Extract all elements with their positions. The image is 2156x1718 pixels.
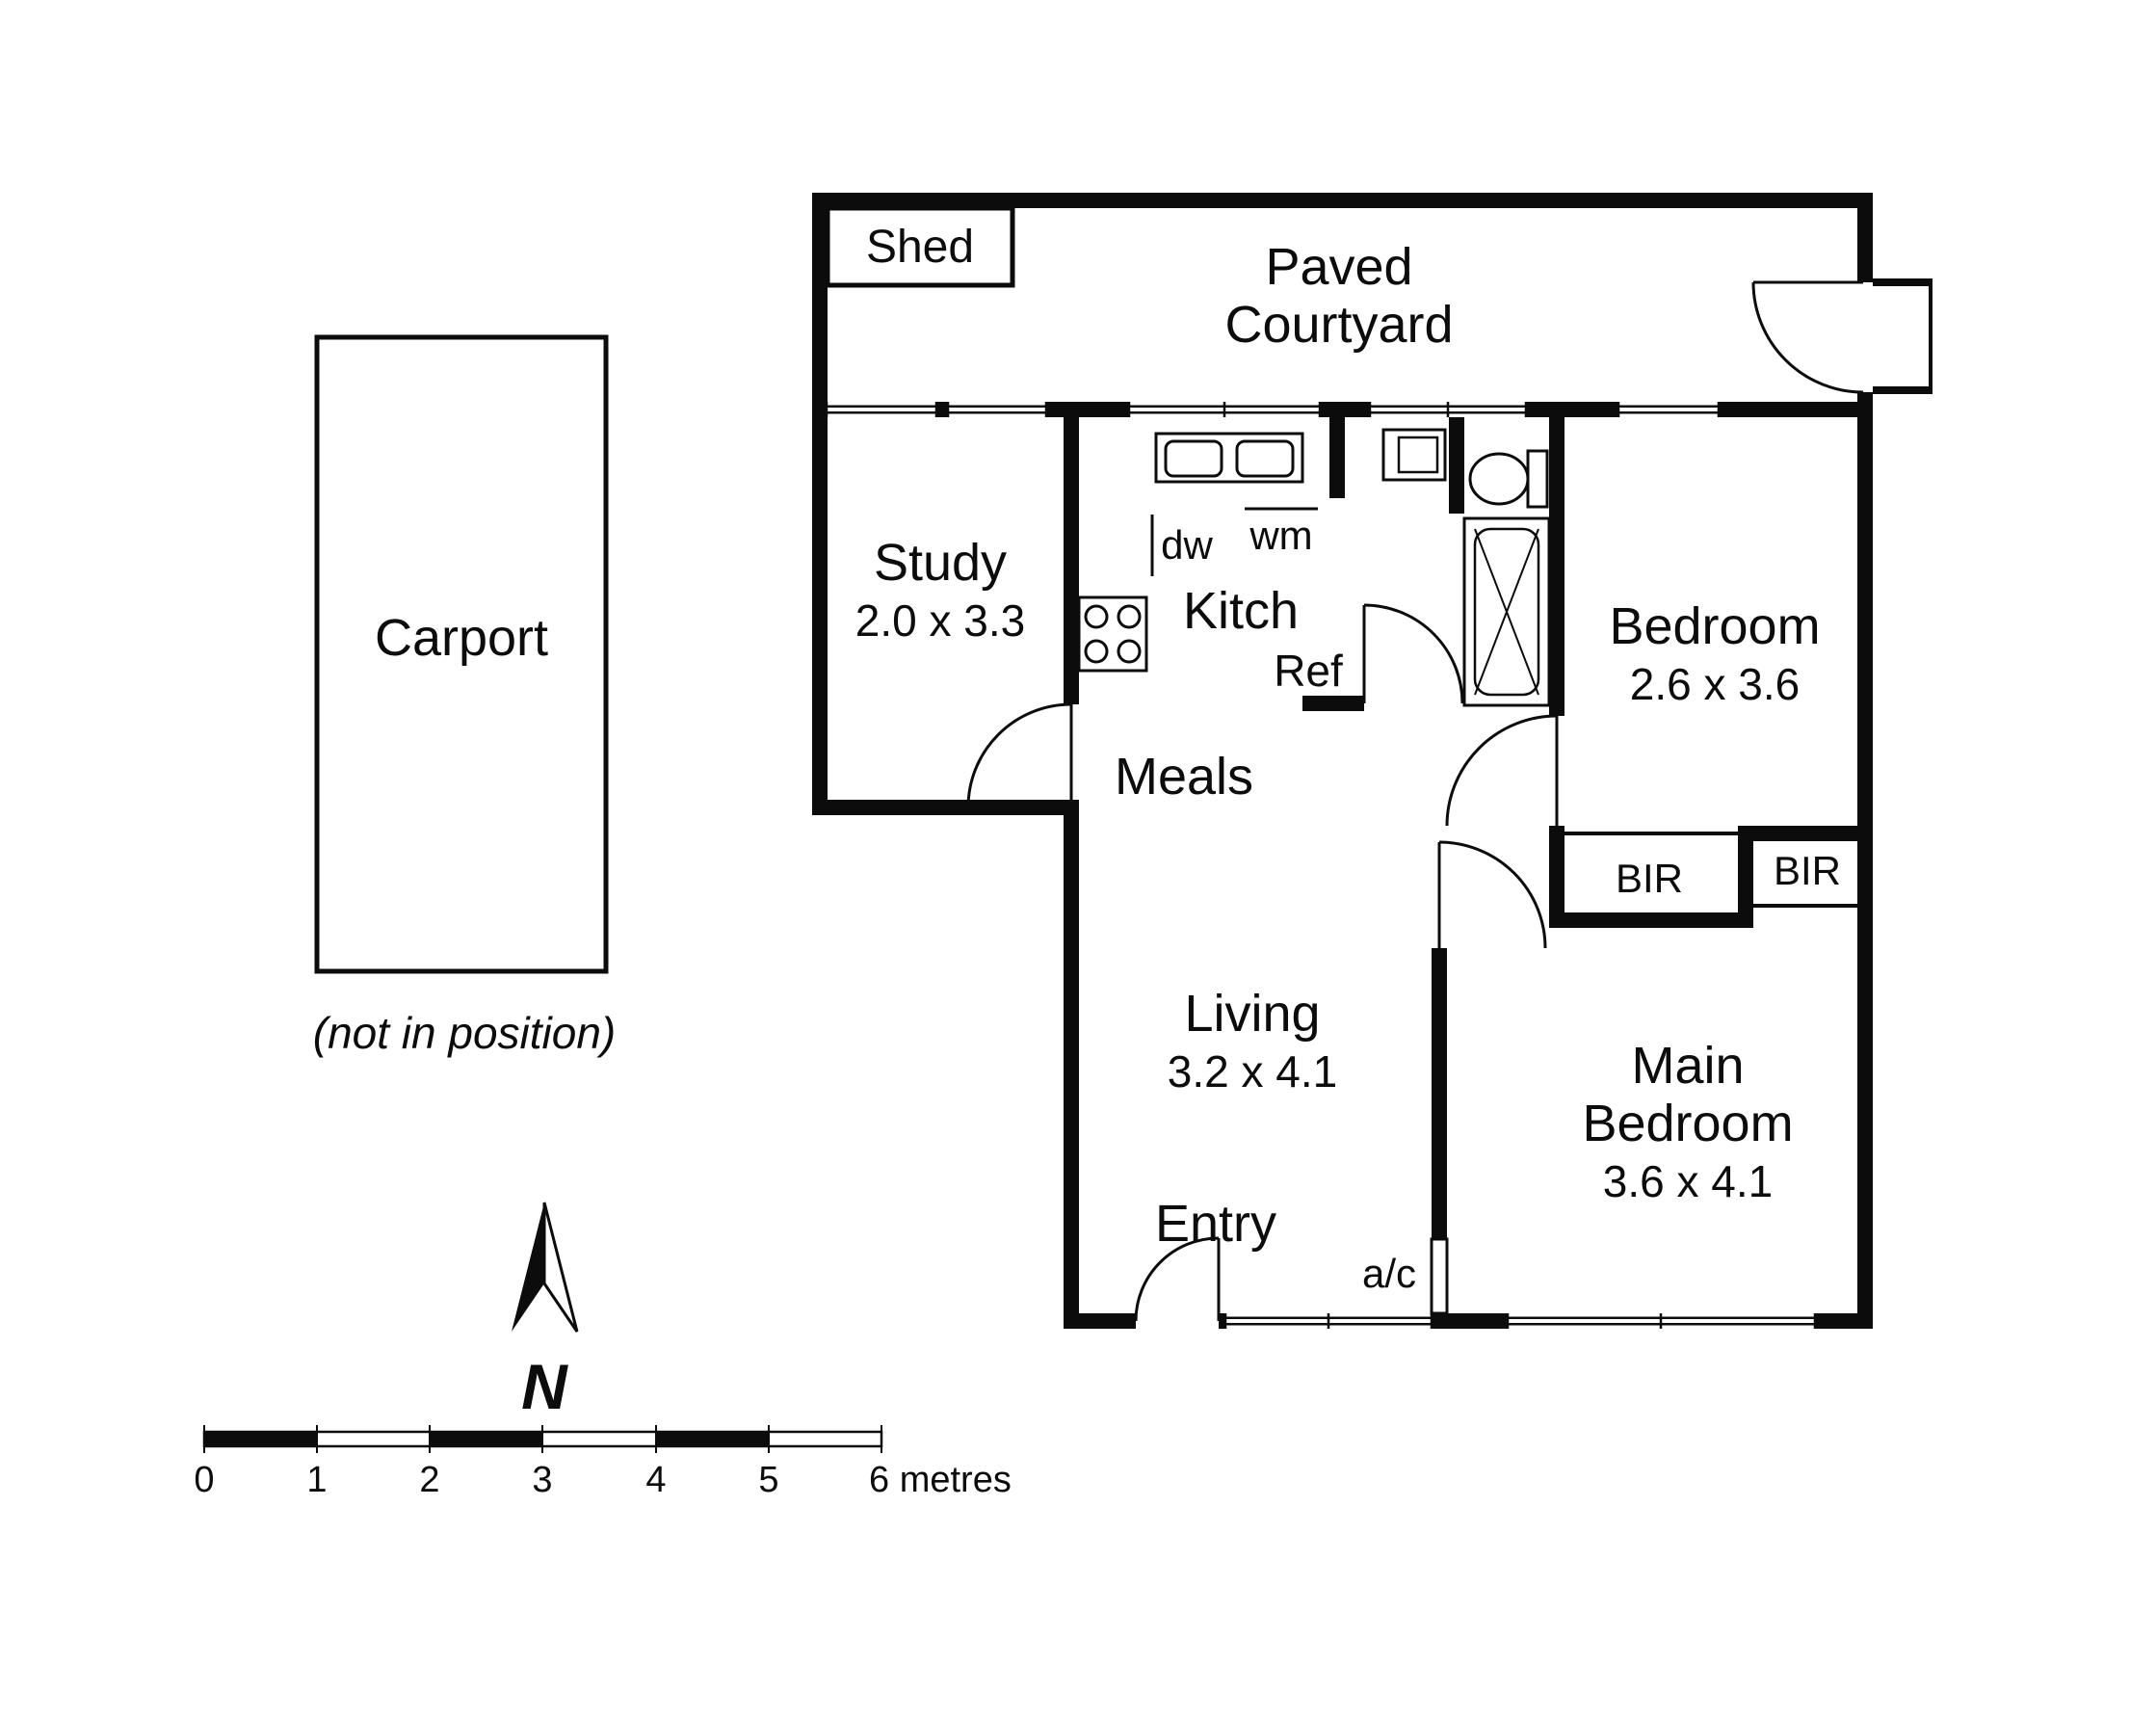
scale-tick-5: 5 — [758, 1460, 778, 1500]
study-label: Study — [874, 534, 1007, 592]
north-arrow-icon — [512, 1202, 579, 1333]
carport-note: (not in position) — [313, 1008, 617, 1058]
bedroom-dims: 2.6 x 3.6 — [1630, 659, 1800, 709]
scale-bar-segment — [656, 1432, 769, 1446]
window — [1618, 402, 1719, 417]
courtyard-label-line2: Courtyard — [1224, 296, 1453, 354]
scale-end-label: 6 metres — [869, 1460, 1012, 1500]
wall-segment — [1857, 392, 1873, 1329]
dishwasher-label: dw — [1161, 522, 1213, 568]
wall-segment — [1549, 826, 1564, 928]
wall-segment — [1432, 948, 1447, 1239]
carport-label: Carport — [375, 609, 548, 667]
fixtures — [1077, 428, 1551, 707]
bedroom-label: Bedroom — [1609, 597, 1820, 655]
kitchen-label: Kitch — [1183, 582, 1299, 640]
ac-unit — [1430, 1237, 1449, 1315]
wall-segment — [1064, 402, 1079, 704]
shed-label: Shed — [866, 222, 974, 273]
courtyard-label-line1: Paved — [1265, 238, 1412, 296]
wall-segment — [1302, 696, 1364, 711]
bir2-label: BIR — [1774, 848, 1841, 893]
fridge-label: Ref — [1274, 646, 1343, 696]
wall-segment — [1549, 402, 1564, 716]
wall-segment — [1738, 826, 1873, 841]
labels: Shed Paved Courtyard Study 2.0 x 3.3 dw … — [313, 222, 1841, 1422]
door-arc-study — [966, 702, 1072, 808]
living-dims: 3.2 x 4.1 — [1168, 1046, 1337, 1097]
north-label: N — [521, 1351, 568, 1422]
door-arc-bedroom — [1445, 714, 1558, 827]
scale-tick-4: 4 — [645, 1460, 666, 1500]
wall-segment — [1857, 193, 1873, 282]
entry-door-opening — [1136, 1313, 1219, 1329]
toilet-icon — [1468, 449, 1549, 509]
scale-bar-segment — [430, 1432, 542, 1446]
bir1-label: BIR — [1616, 856, 1683, 901]
scale-tick-2: 2 — [419, 1460, 439, 1500]
door-arc-entry — [1134, 1236, 1220, 1322]
main-bedroom-label-line1: Main — [1631, 1037, 1744, 1095]
door-arc-courtyard — [1751, 281, 1864, 394]
window — [948, 402, 1046, 417]
living-label: Living — [1184, 985, 1320, 1043]
gate-tab — [1873, 386, 1933, 394]
shed-outline — [825, 205, 1015, 288]
wall-segment — [812, 193, 828, 815]
doors — [966, 280, 1864, 1322]
scale-tick-3: 3 — [532, 1460, 552, 1500]
main-bedroom-dims: 3.6 x 4.1 — [1603, 1156, 1773, 1206]
wall-segment — [812, 193, 1873, 208]
wall-segment — [1064, 800, 1079, 1329]
wall-segment — [1329, 402, 1345, 498]
bathtub-icon — [1462, 516, 1551, 707]
wall-segment — [812, 800, 1079, 815]
main-bedroom-label-line2: Bedroom — [1582, 1095, 1793, 1152]
meals-label: Meals — [1115, 748, 1253, 806]
study-dims: 2.0 x 3.3 — [855, 595, 1025, 646]
carport-outline — [314, 334, 609, 974]
entry-label: Entry — [1155, 1195, 1276, 1253]
window — [827, 402, 936, 417]
scale-bar: 0 1 2 3 4 5 6 metres — [194, 1425, 1012, 1500]
wall-segment — [1738, 826, 1753, 928]
closet-fronts — [1564, 832, 1857, 908]
door-arc-bathroom — [1363, 603, 1464, 704]
stove-icon — [1077, 595, 1148, 673]
laundry-trough-icon — [1381, 428, 1447, 482]
wall-segment — [1449, 402, 1464, 514]
scale-tick-1: 1 — [306, 1460, 327, 1500]
ac-label: a/c — [1362, 1251, 1416, 1296]
gate-tab — [1873, 278, 1933, 286]
sink-icon — [1154, 432, 1304, 484]
windows — [825, 402, 1817, 1329]
scale-bar-segment — [204, 1432, 317, 1446]
scale-tick-0: 0 — [194, 1460, 214, 1500]
wall-segment — [1549, 912, 1753, 928]
door-arc-main-bedroom — [1438, 840, 1547, 949]
washing-machine-label: wm — [1249, 513, 1312, 558]
